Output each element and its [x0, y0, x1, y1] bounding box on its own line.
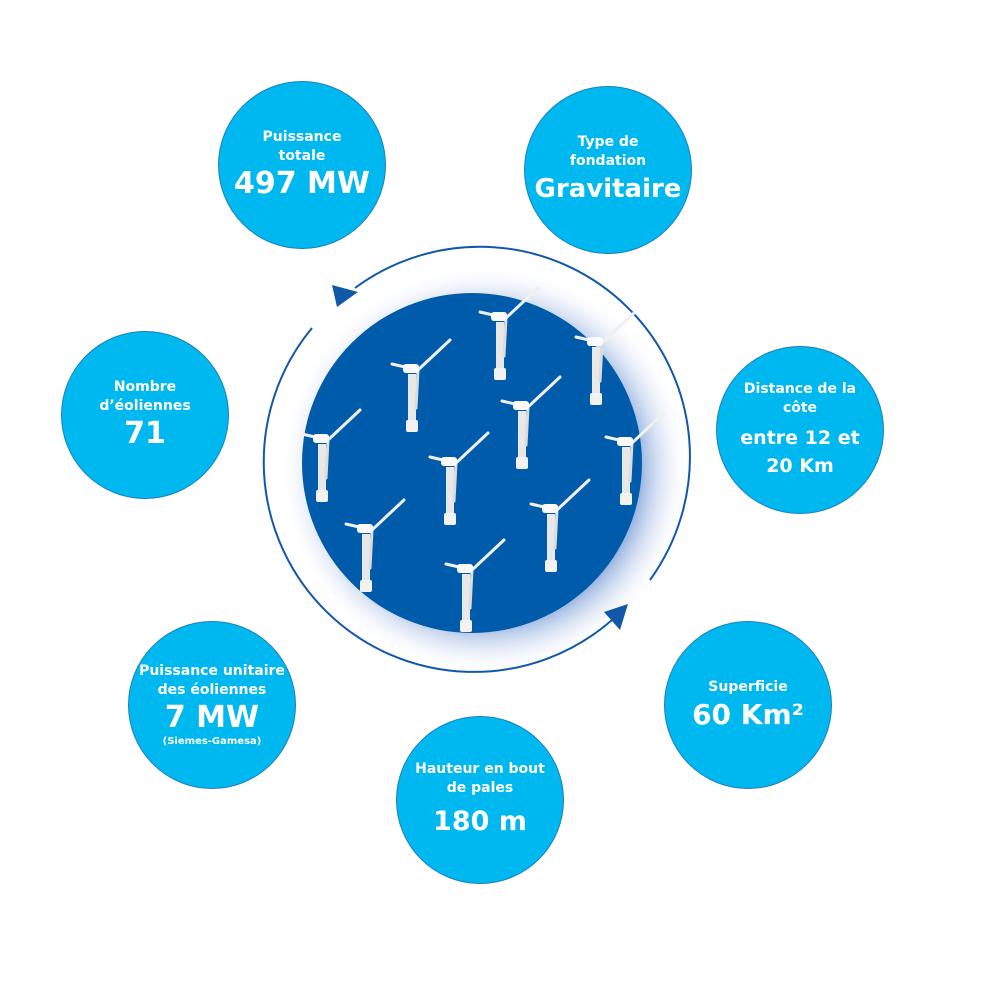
turbines [300, 286, 666, 632]
wind-turbine-icon [529, 478, 591, 572]
stat-foundation-type: Type de fondation Gravitaire [524, 86, 692, 254]
ring-arc-top [354, 245, 691, 581]
stat-distance-coast: Distance de la côte entre 12 et 20 Km [716, 346, 884, 514]
stat-note: (Siemes-Gamesa) [162, 736, 262, 747]
wind-turbine-icon [428, 431, 490, 525]
wind-turbine-icon [344, 498, 406, 592]
stat-label: Type de fondation [569, 134, 647, 169]
wind-turbine-icon [444, 538, 506, 632]
stat-value: 60 Km² [692, 697, 804, 731]
stat-value: 180 m [433, 806, 527, 837]
stat-label: Superficie [708, 678, 788, 695]
stat-value: entre 12 et 20 Km [740, 427, 860, 477]
stat-label: Hauteur en bout de pales [415, 761, 545, 796]
arrow-head-top-left-icon [332, 285, 358, 307]
wind-turbine-icon [300, 408, 362, 502]
ring-arc-bottom [262, 327, 613, 673]
stat-value: 7 MW [164, 700, 260, 735]
arrow-head-bottom-right-icon [604, 604, 628, 630]
wind-turbine-icon [574, 311, 636, 405]
wind-turbine-icon [500, 375, 562, 469]
stat-label: Puissance unitaire des éoliennes [139, 663, 285, 698]
stat-label: Distance de la côte [743, 381, 857, 416]
stat-area: Superficie 60 Km² [664, 621, 832, 789]
stat-value: 71 [124, 416, 166, 451]
stat-tip-height: Hauteur en bout de pales 180 m [396, 716, 564, 884]
wind-turbine-icon [604, 411, 666, 505]
wind-turbine-icon [390, 338, 452, 432]
stat-total-power: Puissance totale 497 MW [218, 81, 386, 249]
stat-turbine-count: Nombre d’éoliennes 71 [61, 331, 229, 499]
stat-value: Gravitaire [534, 174, 682, 204]
stat-value: 497 MW [233, 166, 370, 201]
stat-unit-power: Puissance unitaire des éoliennes 7 MW (S… [128, 621, 296, 789]
stat-label: Puissance totale [262, 129, 342, 164]
stat-label: Nombre d’éoliennes [99, 379, 191, 414]
wind-turbine-icon [478, 286, 540, 380]
